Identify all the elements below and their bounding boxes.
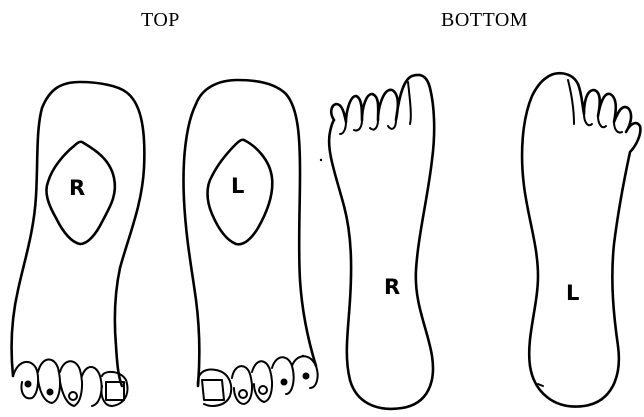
foot-top-left-nail-2	[239, 390, 247, 398]
foot-top-left-big-toenail	[202, 380, 224, 400]
foot-bottom-left-heel-mark	[538, 384, 543, 386]
foot-top-left: L	[184, 80, 318, 406]
foot-bottom-left-label: L	[566, 281, 579, 305]
foot-top-right-nail-2	[47, 389, 54, 396]
foot-bottom-right-toe-crease-3	[370, 120, 378, 130]
foot-bottom-left-toe-crease-3	[598, 116, 606, 127]
foot-bottom-left: L	[522, 73, 640, 406]
scan-speck	[302, 355, 304, 357]
foot-bottom-right-toe-crease-4	[388, 120, 396, 129]
foot-bottom-right-big-toe-line	[408, 82, 411, 124]
foot-top-left-toe-3	[252, 361, 272, 402]
foot-top-left-outline	[184, 80, 317, 386]
foot-bottom-right-toe-crease-1	[340, 122, 346, 134]
foot-top-right-toe-4	[82, 367, 102, 406]
foot-top-left-nail-4	[281, 379, 288, 386]
foot-top-left-nail-3	[259, 386, 267, 394]
foot-bottom-left-outline	[522, 73, 640, 406]
foot-top-right-toe-2	[38, 359, 60, 403]
foot-bottom-left-toe-crease-2	[584, 114, 592, 125]
foot-top-right: R	[12, 82, 145, 406]
foot-top-left-nail-5	[303, 373, 310, 380]
foot-bottom-right-toe-crease-2	[354, 120, 362, 131]
foot-top-right-toe-1	[13, 362, 38, 398]
foot-bottom-left-toe-crease-4	[614, 122, 622, 133]
foot-top-left-toe-5	[292, 356, 318, 388]
foot-bottom-left-big-toe-line	[568, 80, 574, 124]
foot-bottom-right-label: R	[384, 275, 400, 299]
foot-bottom-right: R	[329, 75, 434, 409]
foot-top-right-nail-1	[25, 381, 32, 388]
foot-top-left-label: L	[231, 174, 244, 198]
foot-top-right-label: R	[69, 176, 85, 200]
foot-top-right-outline	[12, 82, 145, 386]
foot-top-right-nail-3	[69, 392, 77, 400]
scan-speck	[320, 159, 322, 161]
foot-top-left-toe-4	[272, 357, 294, 394]
